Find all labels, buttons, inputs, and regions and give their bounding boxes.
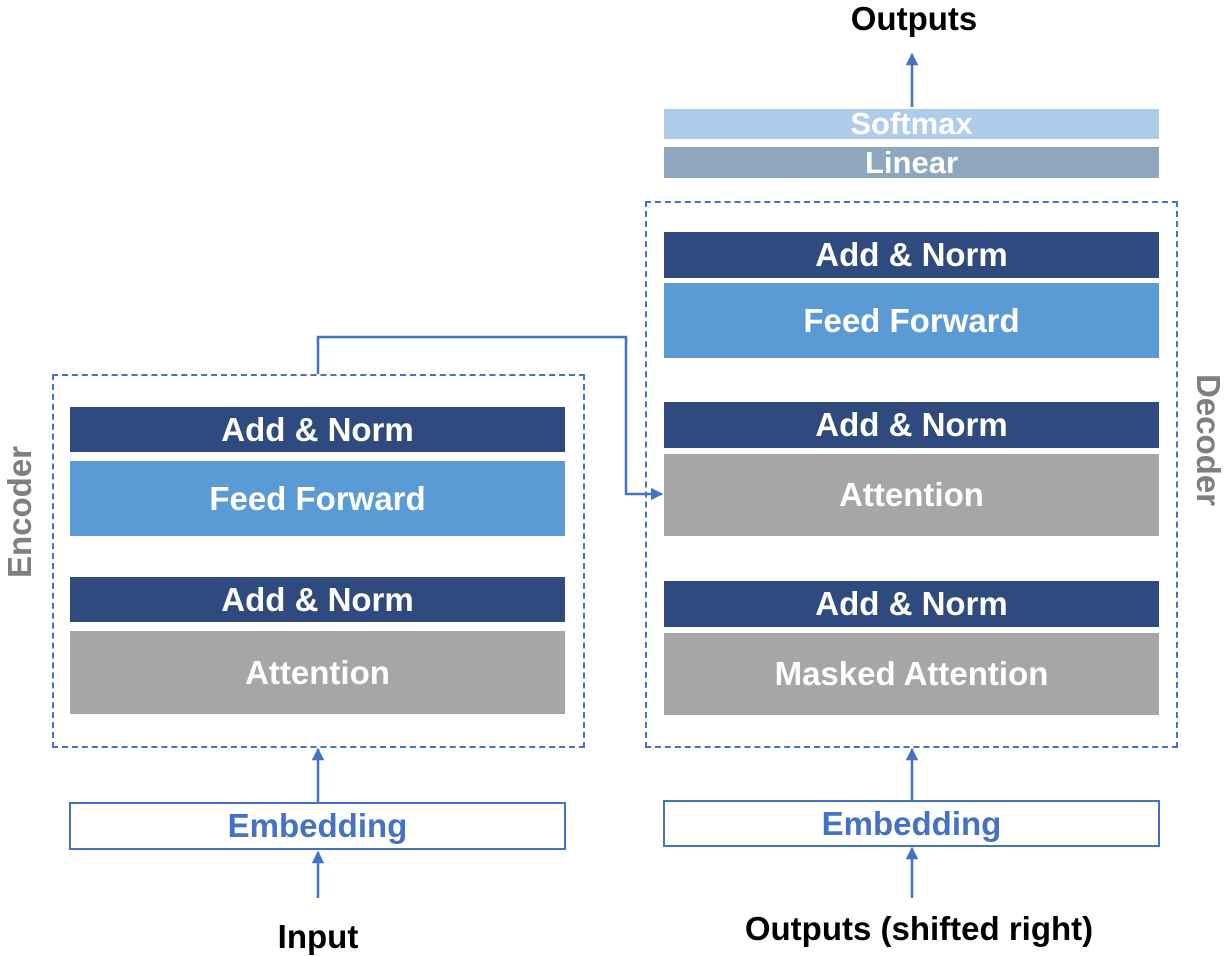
outputs-label: Outputs	[850, 0, 978, 37]
decoder-feed-forward: Feed Forward	[664, 283, 1159, 358]
encoder-embedding: Embedding	[69, 802, 566, 850]
decoder-add-norm-top: Add & Norm	[664, 232, 1159, 278]
decoder-label: Decoder	[1190, 373, 1227, 507]
encoder-input-label: Input	[277, 918, 359, 955]
linear-layer: Linear	[664, 145, 1159, 180]
encoder-container	[52, 374, 585, 748]
encoder-label: Encoder	[1, 445, 38, 579]
encoder-add-norm-bottom: Add & Norm	[70, 577, 565, 622]
decoder-attention: Attention	[664, 454, 1159, 536]
encoder-attention: Attention	[70, 631, 565, 714]
arrow-encoder-to-decoder-attention	[316, 335, 664, 501]
encoder-feed-forward: Feed Forward	[70, 461, 565, 536]
decoder-input-label: Outputs (shifted right)	[744, 910, 1094, 947]
decoder-masked-attention: Masked Attention	[664, 633, 1159, 715]
encoder-add-norm-top: Add & Norm	[70, 407, 565, 452]
decoder-add-norm-bottom: Add & Norm	[664, 581, 1159, 627]
decoder-container	[645, 201, 1178, 748]
decoder-add-norm-middle: Add & Norm	[664, 402, 1159, 448]
softmax-layer: Softmax	[664, 106, 1159, 141]
decoder-embedding: Embedding	[663, 800, 1160, 847]
